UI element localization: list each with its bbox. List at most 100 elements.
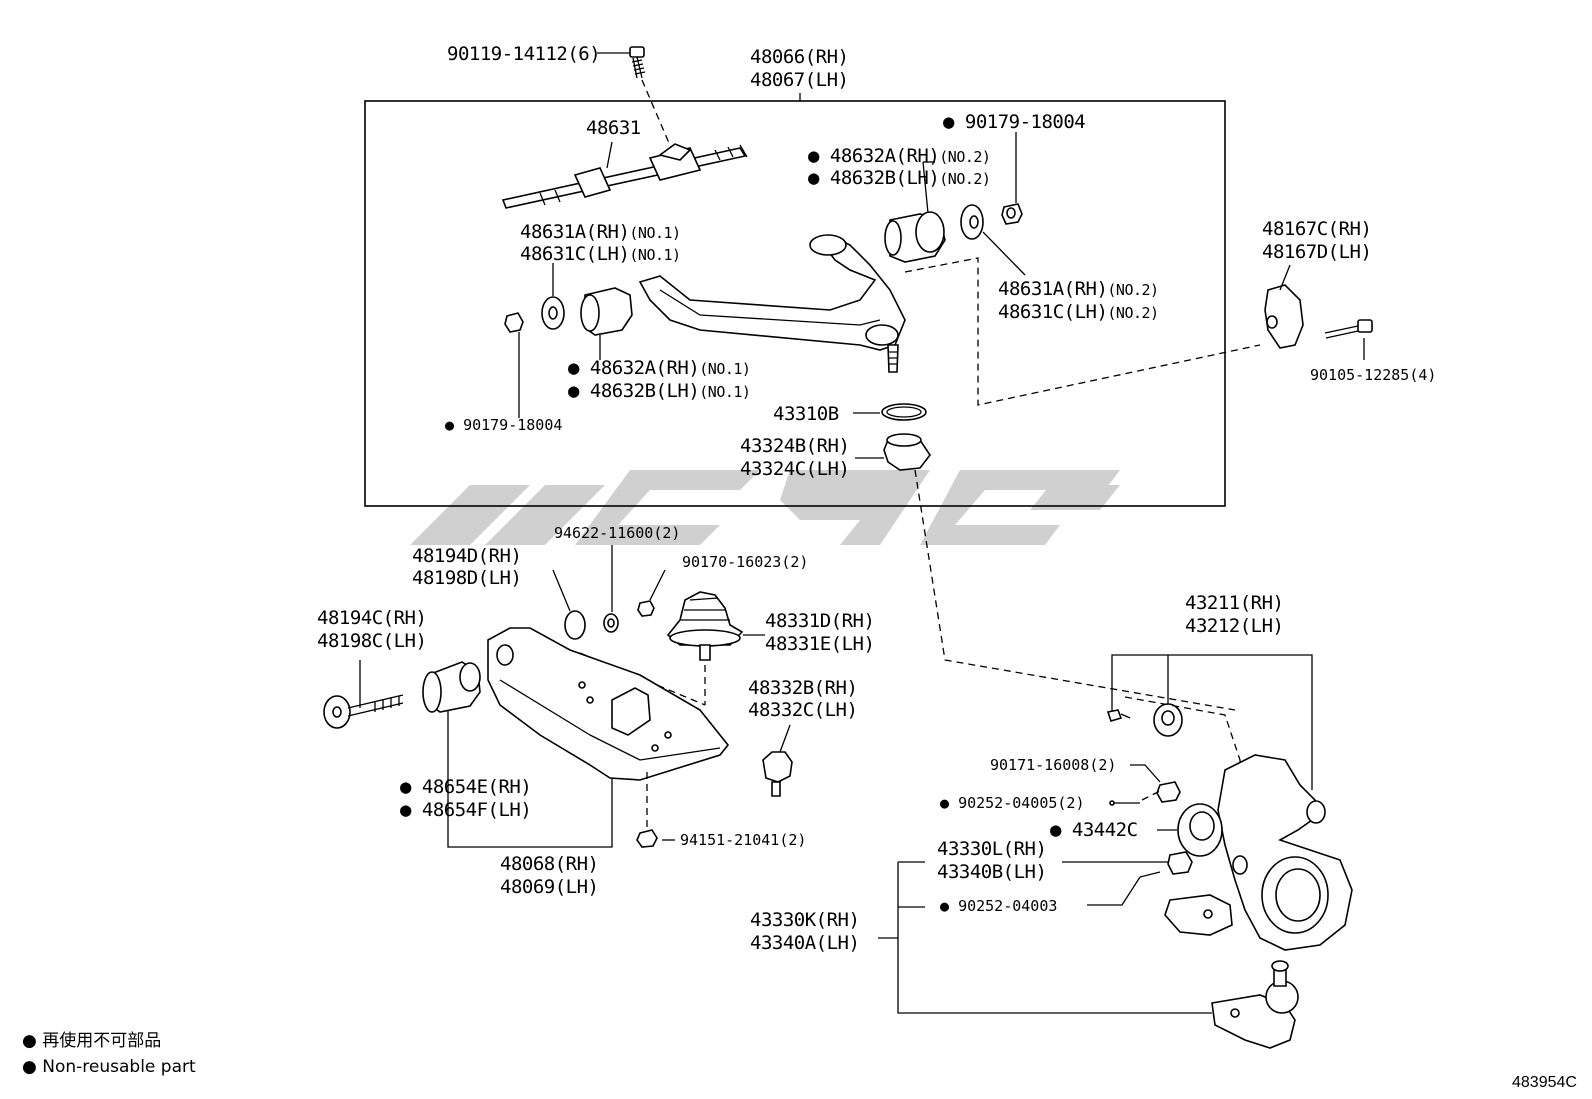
label-ball-joint-l: 43330L(RH) [937, 838, 1046, 860]
steering-knuckle-icon [1164, 754, 1353, 951]
label-stopper-c: 48194C(RH) [317, 607, 426, 629]
label-arm-lh: 48067(LH) [750, 69, 848, 91]
bushing-no2-icon [884, 211, 946, 263]
label-ball-joint-b: 43340B(LH) [937, 861, 1046, 883]
figure-code: 483954C [1512, 1074, 1577, 1091]
bumper-icon [666, 591, 744, 661]
label-bush-no2-b-text: 48632B(LH) [830, 167, 939, 189]
label-bush-no1-b-text: 48632B(LH) [590, 380, 699, 402]
upper-control-arm-icon [638, 234, 906, 373]
label-bracket-rh: 48167C(RH) [1262, 218, 1371, 240]
watermark-logo [410, 470, 1120, 545]
bolt-upper-icon [629, 46, 646, 79]
legend-jp-text: 再使用不可部品 [42, 1030, 161, 1051]
label-washer-no1-a-note: (NO.1) [629, 224, 680, 242]
label-bumper-lh: 48331E(LH) [765, 633, 874, 655]
nut-top-right-icon [1001, 203, 1023, 225]
label-bush-no2-a-note: (NO.2) [939, 148, 990, 166]
nut-lower-icon [636, 829, 658, 848]
label-bush-no1-a: ● 48632A(RH)(NO.1) [568, 357, 750, 379]
dust-cover-icon [1177, 803, 1223, 857]
label-pin-a: ● 90252-04005(2) [940, 794, 1085, 812]
legend-jp: ● 再使用不可部品 [22, 1030, 161, 1051]
label-boot-rh: 43324B(RH) [740, 435, 849, 457]
bracket-bolt-icon [1324, 319, 1373, 339]
label-lower-arm-rh: 48068(RH) [500, 853, 598, 875]
label-bracket-lh: 48167D(LH) [1262, 241, 1371, 263]
label-dust-cover: ● 43442C [1050, 819, 1138, 841]
label-nut-top-right-text: 90179-18004 [965, 111, 1085, 133]
label-bound-lh: 48332C(LH) [748, 699, 857, 721]
label-lower-arm-lh: 48069(LH) [500, 876, 598, 898]
label-bush-lower-e-text: 48654E(RH) [422, 776, 531, 798]
bracket-icon [1264, 284, 1304, 349]
legend-en: ● Non-reusable part [22, 1057, 196, 1077]
pin-b-icon [1139, 871, 1161, 878]
lower-control-arm-icon [487, 627, 730, 781]
label-pin-a-text: 90252-04005(2) [958, 794, 1084, 812]
label-nut-lower: 94151-21041(2) [680, 831, 806, 849]
upper-arm-shaft-icon [501, 143, 748, 209]
stopper-d-icon [564, 610, 586, 640]
lower-bushing-icon [422, 661, 481, 713]
label-washer-no1-c-text: 48631C(LH) [520, 243, 629, 265]
label-washer-no1-c-note: (NO.1) [629, 246, 680, 264]
label-bush-lower-f-text: 48654F(LH) [422, 799, 531, 821]
label-snap-ring: 43310B [773, 403, 839, 425]
washer-small-icon [603, 613, 619, 633]
washer-no2-icon [960, 204, 984, 240]
nut-small-icon [637, 600, 655, 617]
label-knuckle-rh: 43211(RH) [1185, 592, 1283, 614]
label-pin-b: ● 90252-04003 [940, 897, 1057, 915]
legend-en-text: Non-reusable part [42, 1057, 196, 1077]
label-washer-no1-a-text: 48631A(RH) [520, 221, 629, 243]
label-bush-no1-b: ● 48632B(LH)(NO.1) [568, 380, 750, 402]
stopper-c-bolt-icon [323, 694, 404, 729]
nut-left-icon [504, 312, 524, 333]
label-bush-lower-e: ● 48654E(RH) [400, 776, 531, 798]
label-nut-left: ● 90179-18004 [445, 416, 562, 434]
label-stopper-d-lh: 48198D(LH) [412, 567, 521, 589]
nut-knuckle-icon [1156, 781, 1181, 803]
label-stopper-c-lh: 48198C(LH) [317, 630, 426, 652]
label-washer-small: 94622-11600(2) [554, 524, 680, 542]
label-bush-lower-f: ● 48654F(LH) [400, 799, 531, 821]
snap-ring-icon [881, 403, 927, 421]
label-nut-top-right: ● 90179-18004 [943, 111, 1085, 133]
label-nut-small: 90170-16023(2) [682, 553, 808, 571]
label-bush-no2-a-text: 48632A(RH) [830, 145, 939, 167]
label-washer-no2-c-text: 48631C(LH) [998, 301, 1107, 323]
knuckle-bolt-icon [1106, 709, 1131, 722]
label-washer-no2-a-text: 48631A(RH) [998, 278, 1107, 300]
label-boot-lh: 43324C(LH) [740, 458, 849, 480]
label-washer-no2-c-note: (NO.2) [1107, 304, 1158, 322]
label-ball-joint-k: 43330K(RH) [750, 909, 859, 931]
label-bumper-rh: 48331D(RH) [765, 610, 874, 632]
label-pin-b-text: 90252-04003 [958, 897, 1057, 915]
washer-no1-icon [541, 296, 565, 330]
ball-joint-boot-icon [883, 433, 931, 471]
label-stopper-d: 48194D(RH) [412, 545, 521, 567]
label-washer-no2-a: 48631A(RH)(NO.2) [998, 278, 1159, 300]
lower-ball-joint-icon [1211, 960, 1299, 1049]
label-bush-no2-b-note: (NO.2) [939, 170, 990, 188]
label-washer-no1-a: 48631A(RH)(NO.1) [520, 221, 681, 243]
label-dust-cover-text: 43442C [1072, 819, 1138, 841]
label-bush-no1-a-text: 48632A(RH) [590, 357, 699, 379]
label-bush-no1-a-note: (NO.1) [699, 360, 750, 378]
label-shaft: 48631 [586, 117, 641, 139]
label-bush-no2-b: ● 48632B(LH)(NO.2) [808, 167, 990, 189]
pin-a-icon [1109, 800, 1140, 806]
label-arm-rh: 48066(RH) [750, 46, 848, 68]
label-bush-no2-a: ● 48632A(RH)(NO.2) [808, 145, 990, 167]
label-washer-no2-c: 48631C(LH)(NO.2) [998, 301, 1159, 323]
label-bolt-bracket: 90105-12285(4) [1310, 366, 1436, 384]
knuckle-sleeve-icon [1153, 703, 1183, 737]
bound-stopper-icon [762, 751, 793, 797]
label-nut-left-text: 90179-18004 [463, 416, 562, 434]
label-nut-knuckle: 90171-16008(2) [990, 756, 1116, 774]
label-bound-rh: 48332B(RH) [748, 677, 857, 699]
label-washer-no2-a-note: (NO.2) [1107, 281, 1158, 299]
label-washer-no1-c: 48631C(LH)(NO.1) [520, 243, 681, 265]
